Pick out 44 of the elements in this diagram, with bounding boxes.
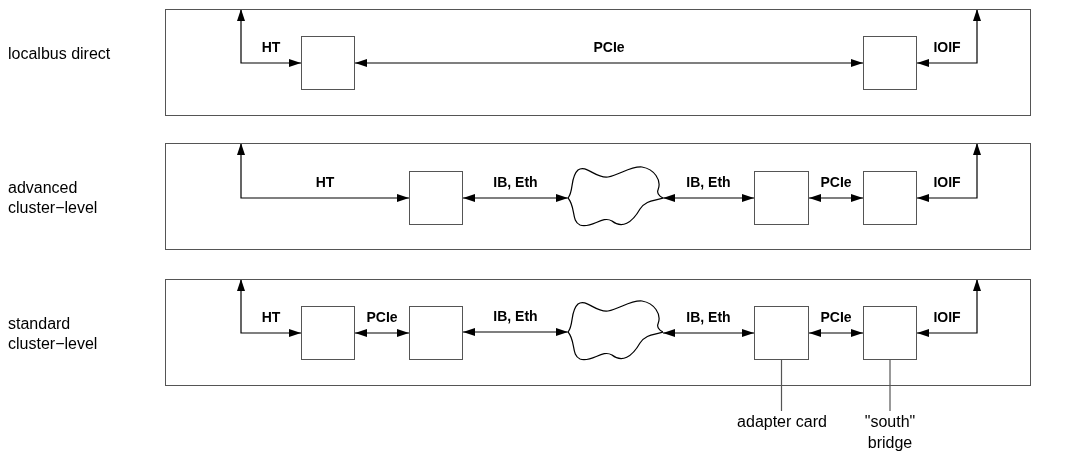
edge-label: HT (313, 174, 337, 190)
arrow (808, 329, 864, 337)
component-box (862, 305, 917, 360)
component-box (753, 170, 809, 225)
callout-text: adapter card (737, 411, 827, 455)
edge-label: IOIF (931, 39, 963, 55)
edge-label: IB, Eth (684, 174, 733, 190)
row-label: advanced cluster−level (8, 177, 99, 218)
leader-line (889, 359, 891, 412)
component-box (753, 305, 809, 360)
edge-label: IB, Eth (491, 174, 540, 190)
callout-text: "south" bridge (845, 411, 935, 455)
edge-label: PCIe (818, 174, 854, 190)
edge-label: HT (259, 39, 283, 55)
arrow (237, 278, 302, 337)
arrow (662, 329, 755, 337)
edge-label: PCIe (591, 39, 627, 55)
arrow (916, 142, 981, 202)
arrow (916, 8, 981, 67)
component-box (862, 35, 917, 90)
arrow (237, 142, 410, 202)
edge-label: IB, Eth (491, 308, 540, 324)
edge-label: IOIF (931, 174, 963, 190)
component-box (408, 170, 463, 225)
component-box (862, 170, 917, 225)
arrow (462, 328, 569, 336)
row-label: standard cluster−level (8, 313, 99, 354)
edge-label: PCIe (364, 309, 400, 325)
component-box (408, 305, 463, 360)
edge-label: HT (259, 309, 283, 325)
arrow (354, 59, 864, 67)
component-box (300, 35, 355, 90)
edge-label: IOIF (931, 309, 963, 325)
arrow (662, 194, 755, 202)
arrow (916, 278, 981, 337)
arrow (237, 8, 302, 67)
arrow (808, 194, 864, 202)
row-label: localbus direct (8, 43, 112, 64)
component-box (300, 305, 355, 360)
edge-label: IB, Eth (684, 309, 733, 325)
arrow (354, 329, 410, 337)
edge-label: PCIe (818, 309, 854, 325)
leader-line (780, 359, 783, 412)
arrow (462, 194, 569, 202)
